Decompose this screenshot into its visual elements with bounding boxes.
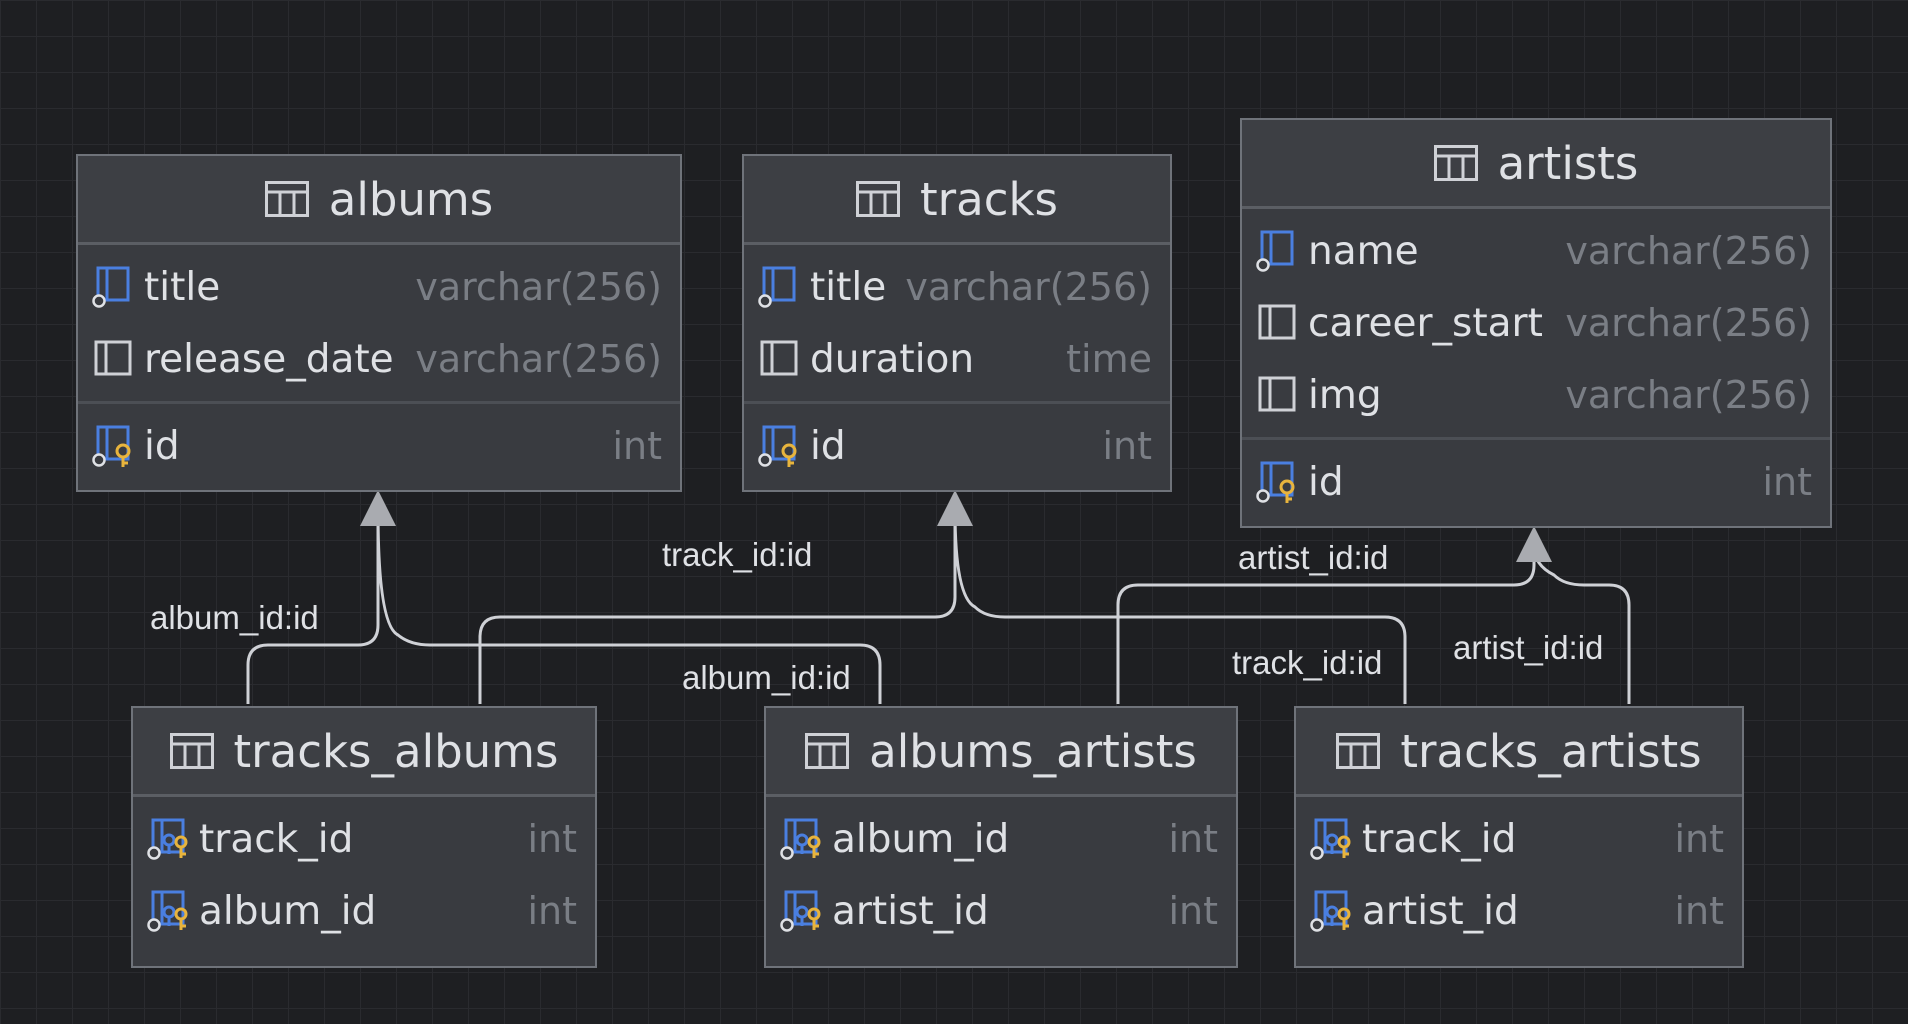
- column-name: album_id: [199, 888, 377, 934]
- column-name: id: [1308, 459, 1344, 505]
- column-name: artist_id: [1362, 888, 1519, 934]
- table-icon: [856, 181, 901, 217]
- column-name: track_id: [1362, 816, 1517, 862]
- table-header[interactable]: albums: [78, 156, 680, 245]
- column-icon: [1254, 372, 1300, 418]
- column-type: int: [1168, 889, 1218, 933]
- column-not-null-icon: [756, 264, 802, 310]
- primary-foreign-key-icon: [1308, 816, 1354, 862]
- column-type: int: [1674, 889, 1724, 933]
- column-row[interactable]: title varchar(256): [78, 251, 680, 323]
- table-icon: [264, 181, 309, 217]
- primary-foreign-key-icon: [778, 888, 824, 934]
- column-icon: [1254, 300, 1300, 346]
- table-name: tracks_artists: [1400, 724, 1702, 778]
- primary-key-row[interactable]: album_id int: [766, 803, 1236, 875]
- primary-foreign-key-icon: [145, 816, 191, 862]
- column-type: varchar(256): [1565, 229, 1812, 273]
- column-name: id: [144, 423, 180, 469]
- column-type: int: [1168, 817, 1218, 861]
- primary-key-row[interactable]: artist_id int: [1296, 875, 1742, 947]
- table-icon: [1433, 145, 1478, 181]
- column-type: varchar(256): [415, 337, 662, 381]
- table-name: tracks_albums: [233, 724, 559, 778]
- primary-key-row[interactable]: track_id int: [133, 803, 595, 875]
- column-name: img: [1308, 372, 1382, 418]
- column-icon: [756, 336, 802, 382]
- column-name: duration: [810, 336, 975, 382]
- column-type: int: [527, 817, 577, 861]
- column-name: id: [810, 423, 846, 469]
- primary-key-row[interactable]: id int: [78, 410, 680, 482]
- table-name: albums: [328, 172, 494, 226]
- relation-label: album_id:id: [682, 659, 851, 696]
- table-name: artists: [1497, 136, 1639, 190]
- column-not-null-icon: [1254, 228, 1300, 274]
- arrowhead-albums: [360, 490, 396, 526]
- relation-label: artist_id:id: [1238, 539, 1389, 576]
- table-icon: [169, 733, 214, 769]
- table-albums[interactable]: albums title varchar(256) release_date v…: [76, 154, 682, 492]
- column-type: varchar(256): [905, 265, 1152, 309]
- column-type: int: [1102, 424, 1152, 468]
- table-tracks[interactable]: tracks title varchar(256) duration time …: [742, 154, 1172, 492]
- column-type: varchar(256): [415, 265, 662, 309]
- arrowhead-tracks: [937, 490, 973, 526]
- primary-key-icon: [90, 423, 136, 469]
- primary-key-row[interactable]: track_id int: [1296, 803, 1742, 875]
- primary-foreign-key-icon: [778, 816, 824, 862]
- column-name: title: [144, 264, 221, 310]
- relation-label: track_id:id: [662, 536, 813, 573]
- column-icon: [90, 336, 136, 382]
- table-icon: [1336, 733, 1381, 769]
- primary-key-row[interactable]: album_id int: [133, 875, 595, 947]
- relation-label: artist_id:id: [1453, 629, 1604, 666]
- table-header[interactable]: albums_artists: [766, 708, 1236, 797]
- column-name: name: [1308, 228, 1419, 274]
- primary-key-row[interactable]: id int: [744, 410, 1170, 482]
- primary-key-row[interactable]: artist_id int: [766, 875, 1236, 947]
- arrowhead-artists: [1516, 526, 1552, 562]
- column-type: varchar(256): [1565, 373, 1812, 417]
- column-row[interactable]: img varchar(256): [1242, 359, 1830, 431]
- column-row[interactable]: duration time: [744, 323, 1170, 395]
- column-type: int: [612, 424, 662, 468]
- column-name: title: [810, 264, 887, 310]
- column-not-null-icon: [90, 264, 136, 310]
- column-row[interactable]: career_start varchar(256): [1242, 287, 1830, 359]
- column-row[interactable]: title varchar(256): [744, 251, 1170, 323]
- table-name: albums_artists: [869, 724, 1197, 778]
- column-name: career_start: [1308, 300, 1543, 346]
- column-type: int: [1674, 817, 1724, 861]
- table-header[interactable]: artists: [1242, 120, 1830, 209]
- column-row[interactable]: release_date varchar(256): [78, 323, 680, 395]
- table-albums-artists[interactable]: albums_artists album_id int artist_id in…: [764, 706, 1238, 968]
- column-name: track_id: [199, 816, 354, 862]
- column-type: varchar(256): [1565, 301, 1812, 345]
- primary-foreign-key-icon: [145, 888, 191, 934]
- table-tracks-artists[interactable]: tracks_artists track_id int artist_id in…: [1294, 706, 1744, 968]
- column-type: int: [1762, 460, 1812, 504]
- table-header[interactable]: tracks: [744, 156, 1170, 245]
- table-header[interactable]: tracks_albums: [133, 708, 595, 797]
- primary-key-row[interactable]: id int: [1242, 446, 1830, 518]
- relation-label: album_id:id: [150, 599, 319, 636]
- column-name: artist_id: [832, 888, 989, 934]
- primary-key-icon: [756, 423, 802, 469]
- table-tracks-albums[interactable]: tracks_albums track_id int album_id int: [131, 706, 597, 968]
- column-name: release_date: [144, 336, 394, 382]
- column-type: time: [1066, 337, 1152, 381]
- table-header[interactable]: tracks_artists: [1296, 708, 1742, 797]
- table-icon: [805, 733, 850, 769]
- relation-label: track_id:id: [1232, 644, 1383, 681]
- column-type: int: [527, 889, 577, 933]
- column-name: album_id: [832, 816, 1010, 862]
- primary-foreign-key-icon: [1308, 888, 1354, 934]
- primary-key-icon: [1254, 459, 1300, 505]
- column-row[interactable]: name varchar(256): [1242, 215, 1830, 287]
- table-artists[interactable]: artists name varchar(256) career_start v…: [1240, 118, 1832, 528]
- table-name: tracks: [920, 172, 1058, 226]
